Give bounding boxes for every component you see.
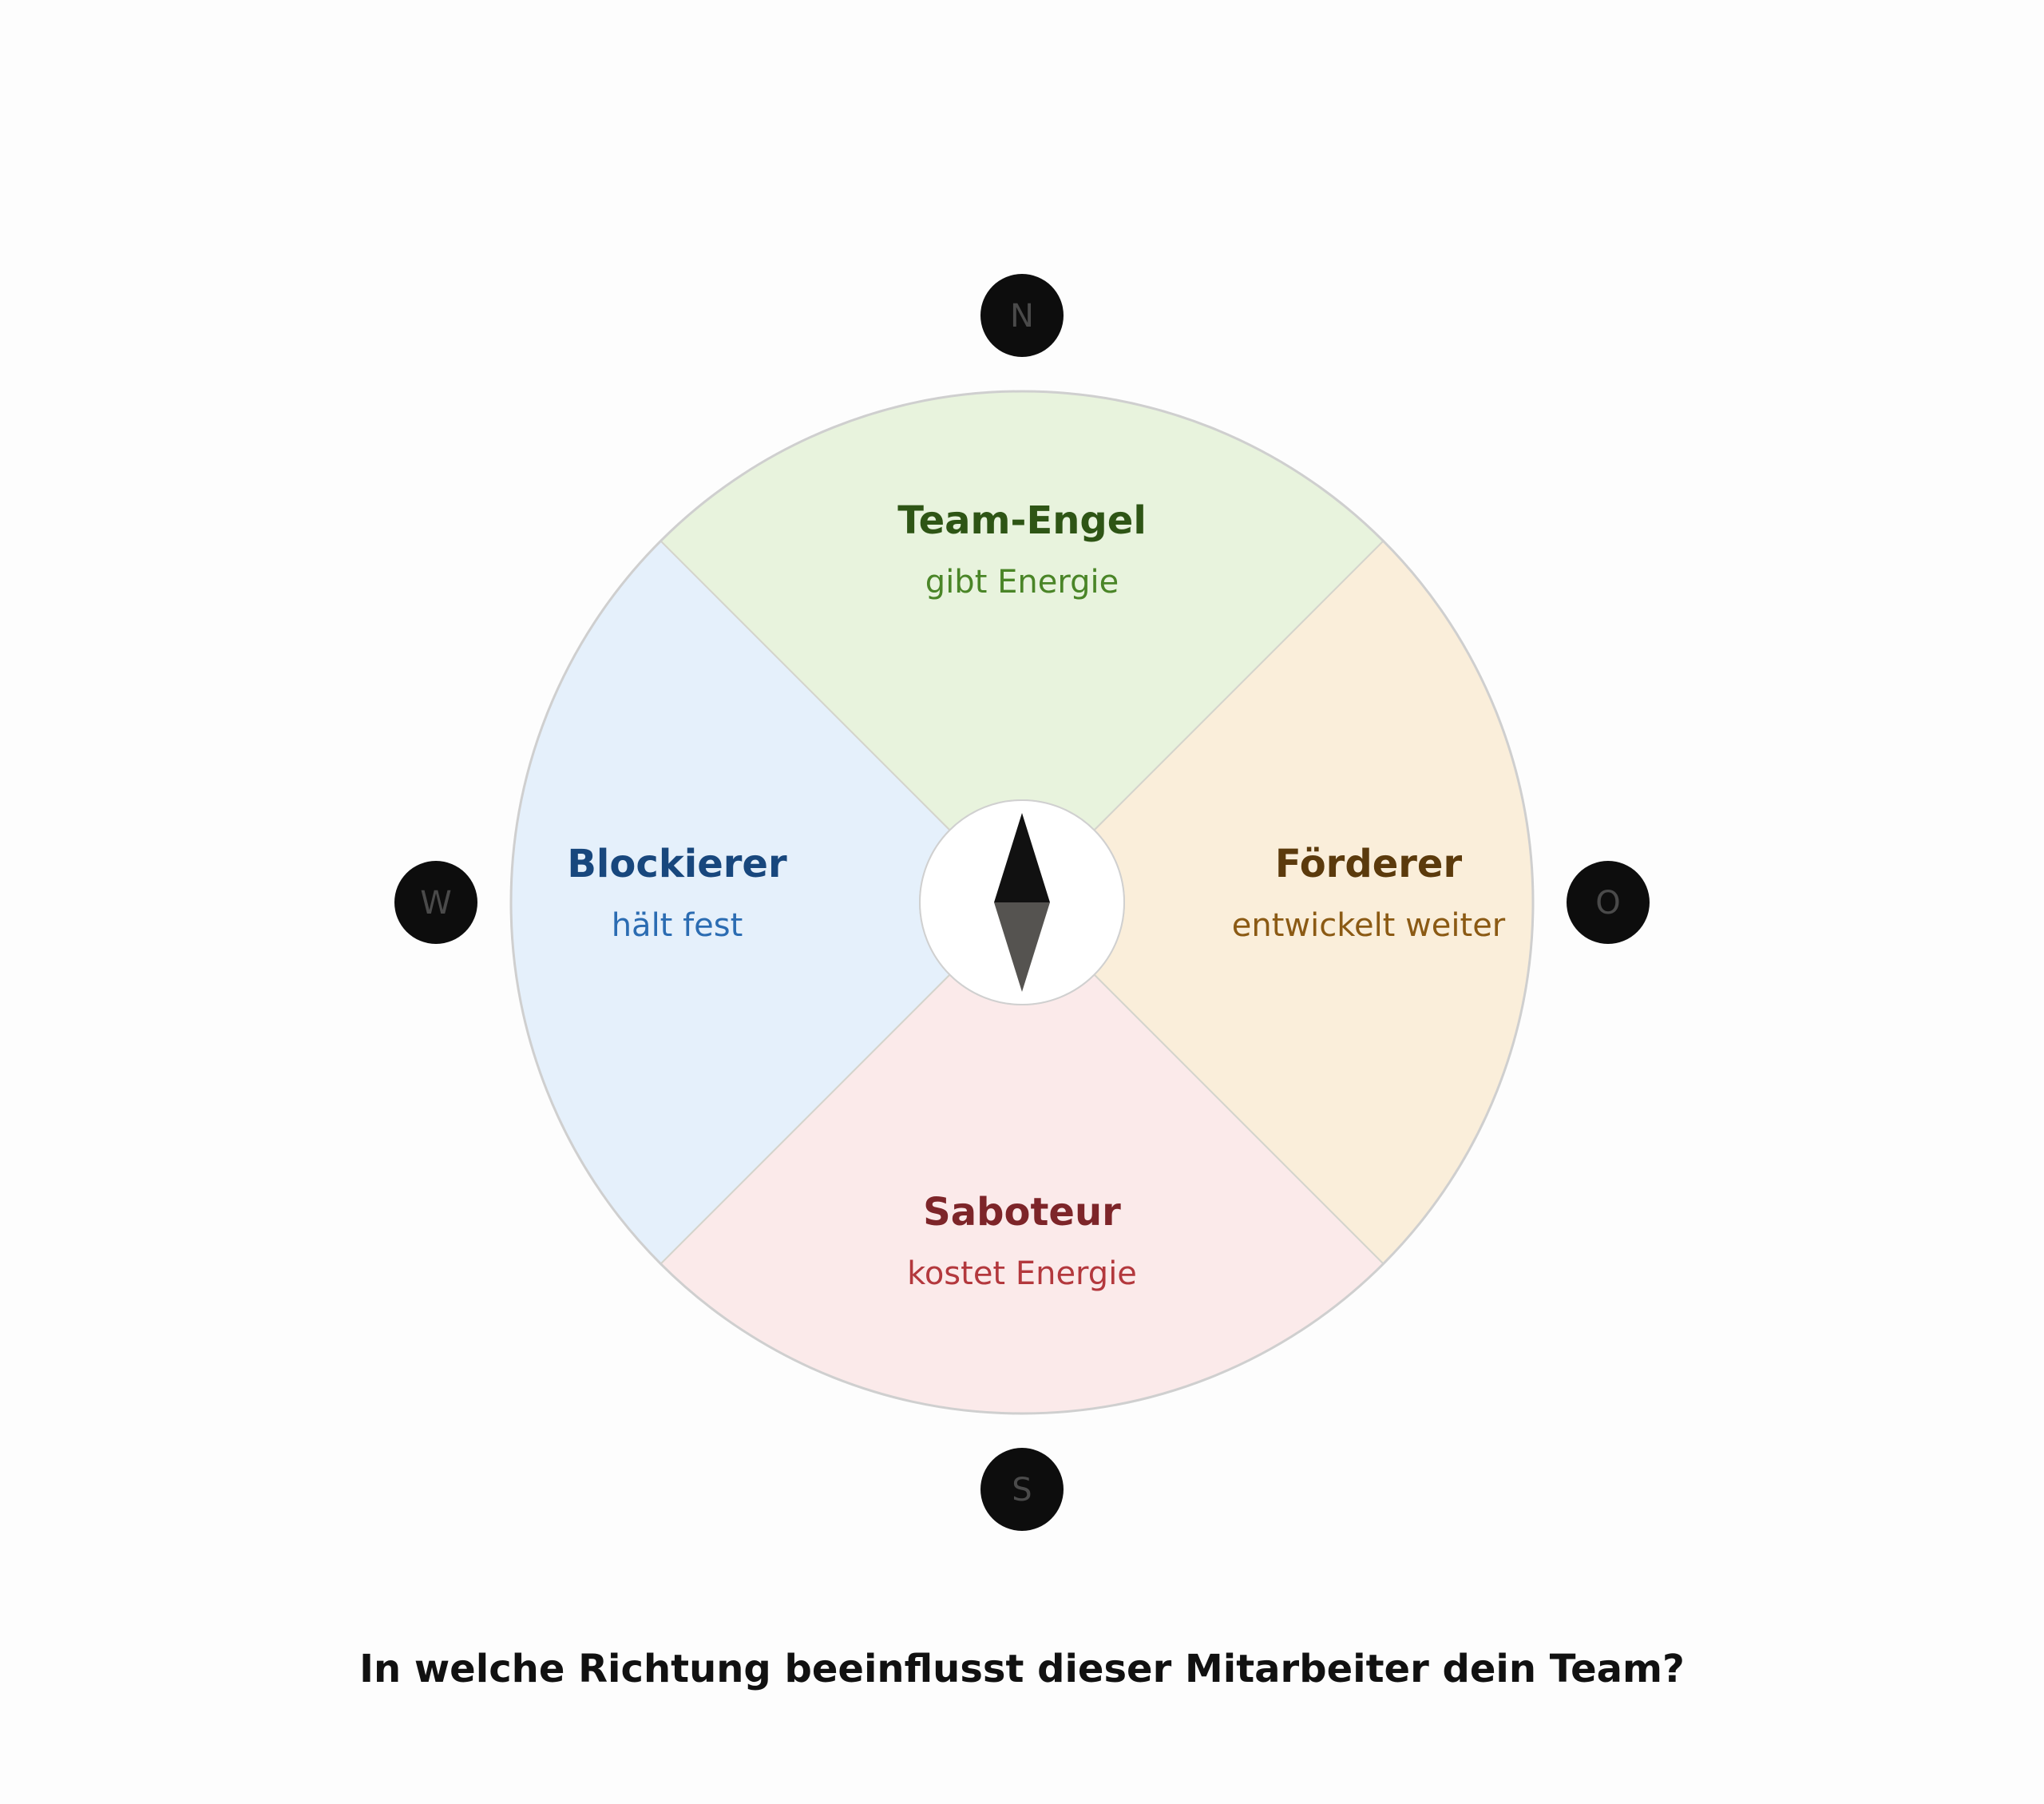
- segment-subtitle-east: entwickelt weiter: [1232, 907, 1506, 944]
- segment-title-south: Saboteur: [923, 1190, 1121, 1235]
- direction-letter-east: O: [1595, 885, 1620, 922]
- question-text: In welche Richtung beeinflusst dieser Mi…: [359, 1647, 1685, 1691]
- segment-title-north: Team-Engel: [897, 498, 1147, 543]
- direction-markers: N O S W: [394, 274, 1650, 1531]
- needle-north-half: [994, 813, 1050, 902]
- direction-letter-west: W: [420, 885, 452, 922]
- segment-subtitle-south: kostet Energie: [907, 1255, 1137, 1292]
- direction-marker-north: N: [980, 274, 1064, 357]
- direction-marker-south: S: [980, 1448, 1064, 1531]
- direction-marker-circle-south: [980, 1448, 1064, 1531]
- segment-title-west: Blockierer: [567, 842, 787, 886]
- direction-letter-north: N: [1010, 298, 1034, 335]
- direction-marker-east: O: [1567, 861, 1650, 944]
- direction-marker-west: W: [394, 861, 477, 944]
- segment-subtitle-north: gibt Energie: [925, 564, 1119, 601]
- direction-marker-circle-north: [980, 274, 1064, 357]
- direction-letter-south: S: [1012, 1472, 1032, 1509]
- segments-layer: [509, 390, 1535, 1415]
- segment-title-east: Förderer: [1275, 842, 1463, 886]
- direction-marker-circle-east: [1567, 861, 1650, 944]
- direction-marker-circle-west: [394, 861, 477, 944]
- segment-subtitle-west: hält fest: [612, 907, 743, 944]
- needle-south-half: [994, 902, 1050, 992]
- outer-ring: [509, 390, 1535, 1415]
